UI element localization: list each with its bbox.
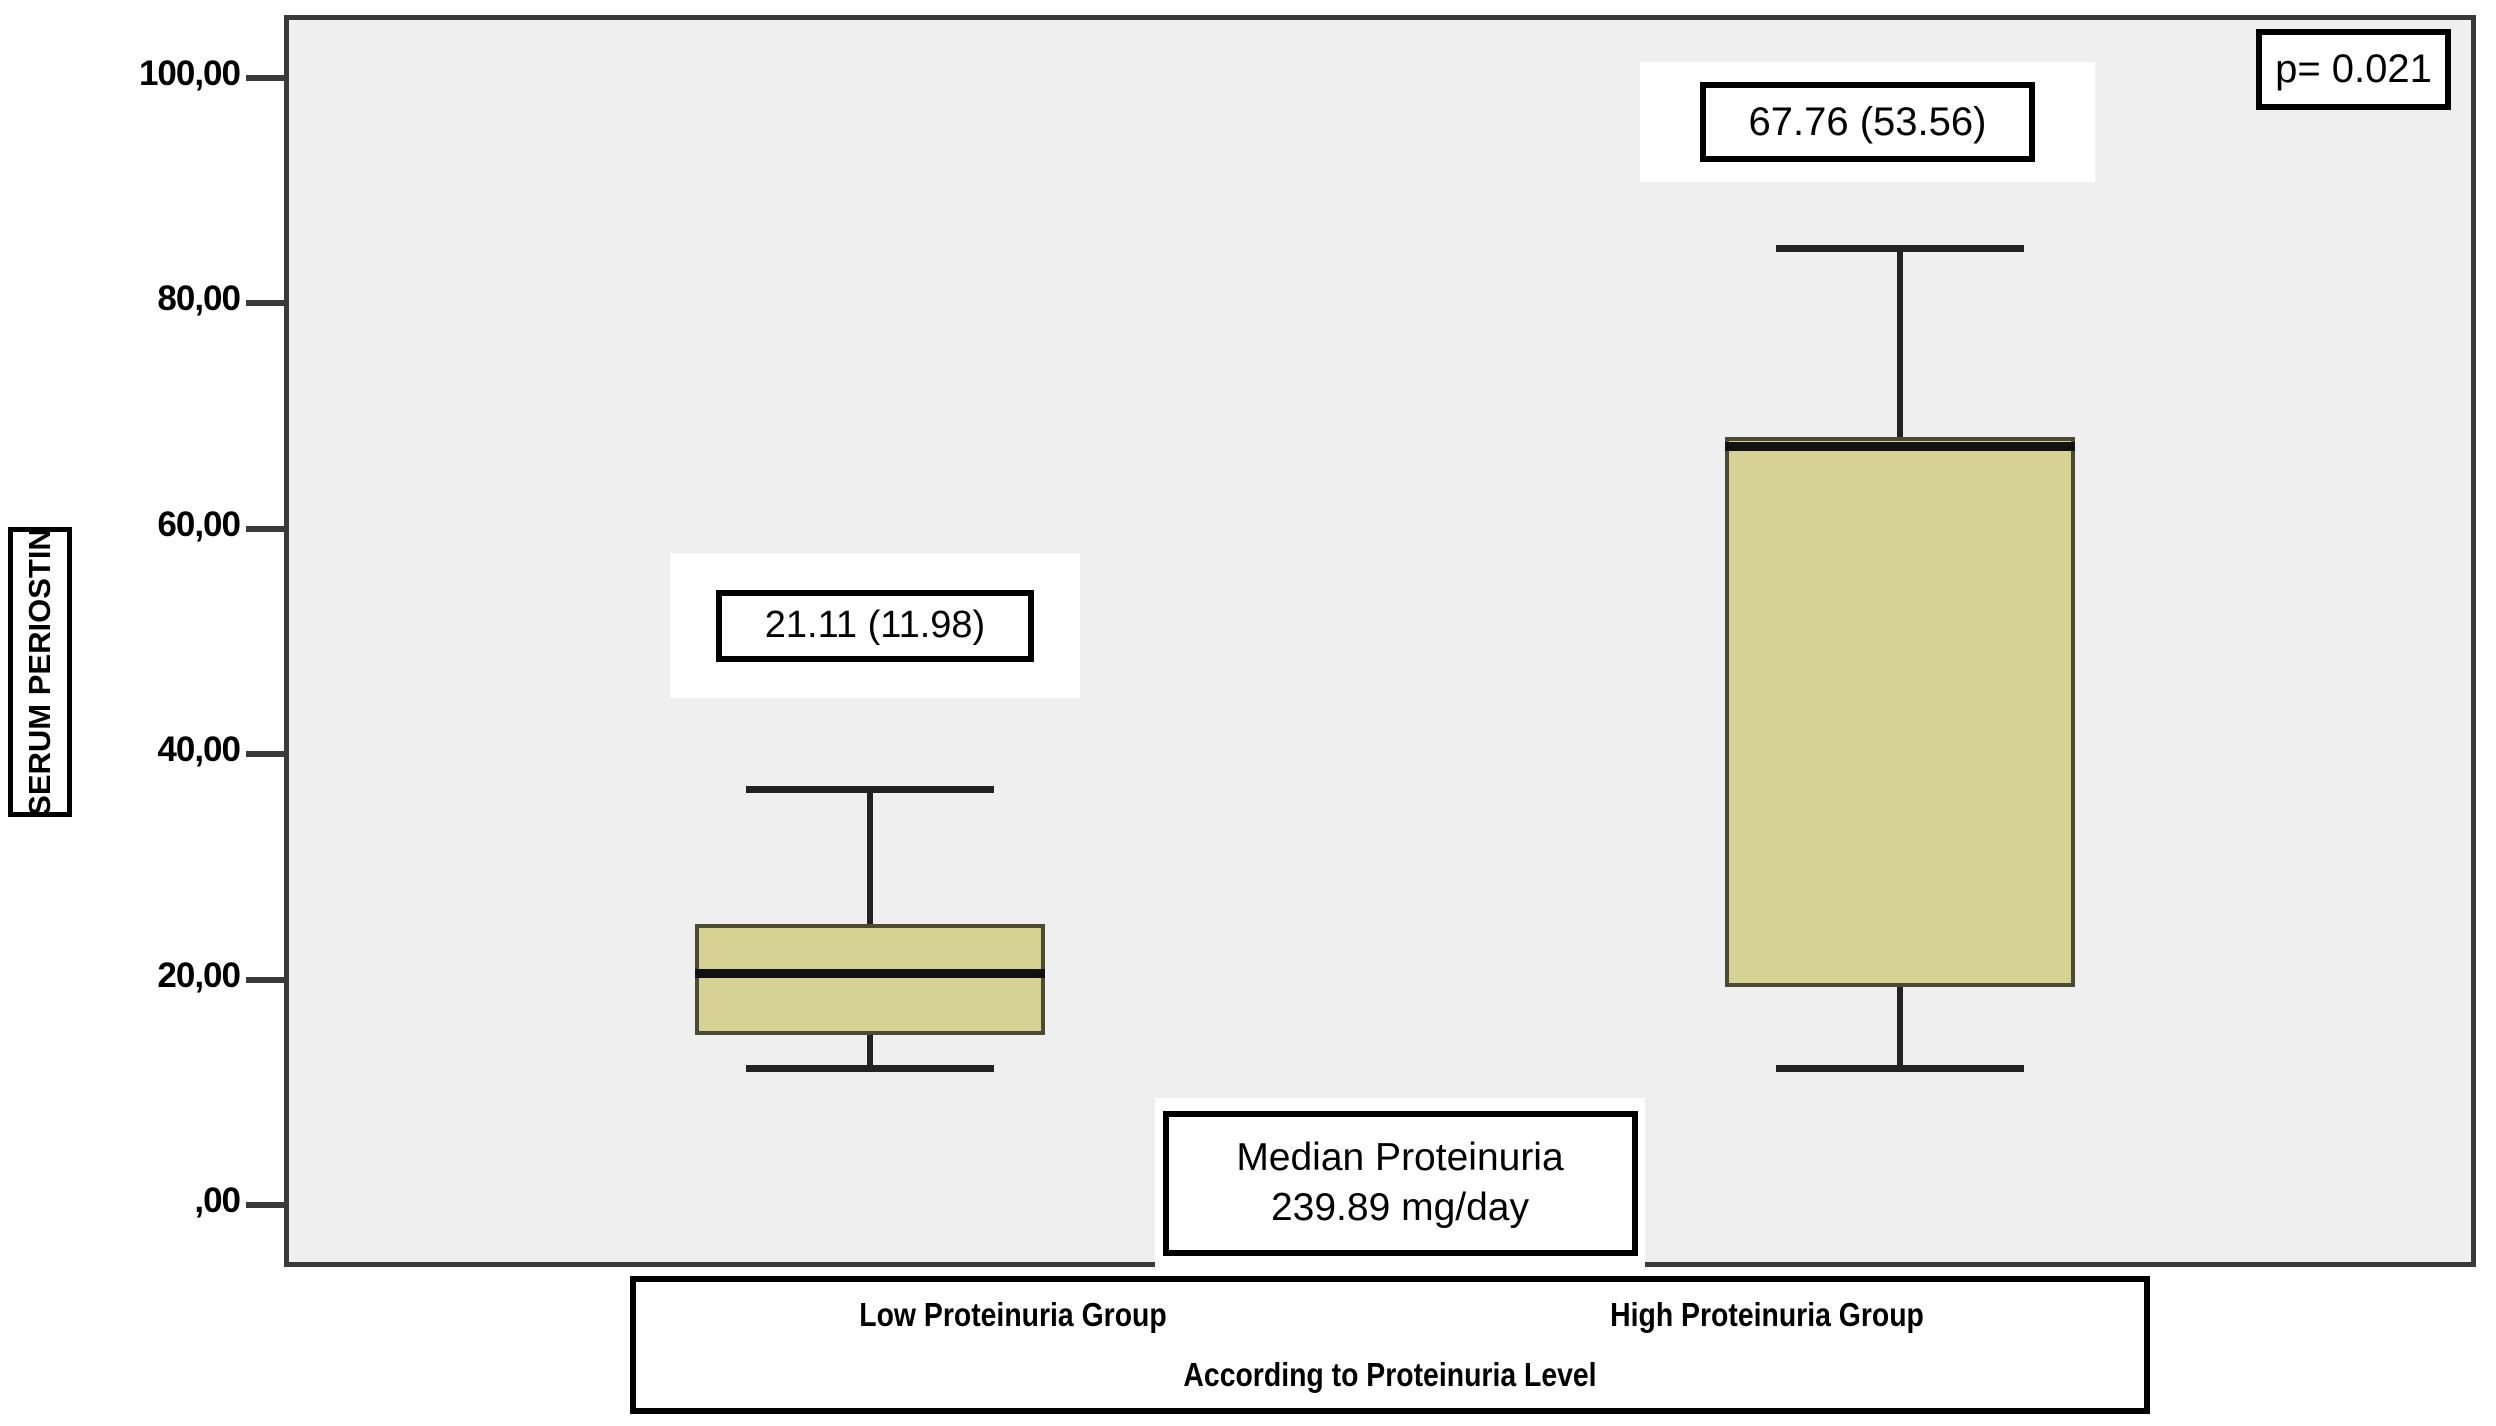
whisker-upper-cap-low (746, 785, 994, 793)
box-low[interactable] (695, 923, 1045, 1036)
whisker-lower-line-high (1897, 986, 1903, 1068)
annotation-median-proteinuria: Median Proteinuria 239.89 mg/day (1155, 1098, 1645, 1268)
y-axis-tick-mark-1 (246, 300, 284, 307)
y-axis-tick-mark-0 (246, 75, 284, 81)
whisker-upper-line-low (867, 788, 873, 924)
y-axis-tick-mark-4 (246, 976, 284, 983)
y-axis-tick-mark-2 (246, 525, 284, 532)
annotation-median-proteinuria-box: Median Proteinuria 239.89 mg/day (1162, 1110, 1638, 1256)
whisker-lower-line-low (867, 1035, 873, 1068)
annotation-high-group-stat-text: 67.76 (53.56) (1700, 82, 2035, 162)
y-axis-title: SERUM PERIOSTIN (22, 528, 57, 816)
whisker-lower-cap-high (1776, 1064, 2024, 1072)
whisker-upper-line-high (1897, 247, 1903, 437)
x-axis-category-high: High Proteinuria Group (1610, 1296, 1924, 1333)
x-axis-category-low: Low Proteinuria Group (859, 1296, 1167, 1333)
y-axis-title-box: SERUM PERIOSTIN (8, 527, 72, 817)
median-proteinuria-line1: Median Proteinuria (1236, 1136, 1564, 1180)
annotation-low-group-stat-text: 21.11 (11.98) (716, 589, 1034, 662)
annotation-p-value-text: p= 0.021 (2256, 29, 2451, 110)
y-axis-tick-label-4: 20,00 (157, 955, 241, 995)
x-axis-title: According to Proteinuria Level (1183, 1356, 1597, 1393)
median-proteinuria-line2: 239.89 mg/day (1270, 1186, 1529, 1229)
whisker-upper-cap-high (1776, 244, 2024, 252)
y-axis-tick-mark-3 (246, 751, 284, 758)
x-axis-category-row: Low Proteinuria Group High Proteinuria G… (636, 1296, 2144, 1350)
y-axis-tick-label-2: 60,00 (157, 504, 241, 544)
y-axis-tick-label-5: ,00 (194, 1181, 241, 1220)
plot-area (284, 15, 2476, 1267)
median-line-low (695, 969, 1045, 979)
annotation-low-group-stat: 21.11 (11.98) (670, 553, 1080, 698)
y-axis-tick-label-1: 80,00 (157, 279, 241, 319)
whisker-lower-cap-low (746, 1064, 994, 1072)
y-axis-tick-label-0: 100,00 (138, 54, 241, 93)
x-axis-box: Low Proteinuria Group High Proteinuria G… (630, 1276, 2150, 1414)
y-axis-tick-mark-5 (246, 1202, 284, 1208)
y-axis-tick-label-3: 40,00 (157, 730, 241, 770)
box-high[interactable] (1725, 436, 2075, 987)
annotation-high-group-stat: 67.76 (53.56) (1640, 62, 2095, 182)
annotation-p-value: p= 0.021 (2256, 29, 2451, 110)
median-line-high (1725, 442, 2075, 452)
